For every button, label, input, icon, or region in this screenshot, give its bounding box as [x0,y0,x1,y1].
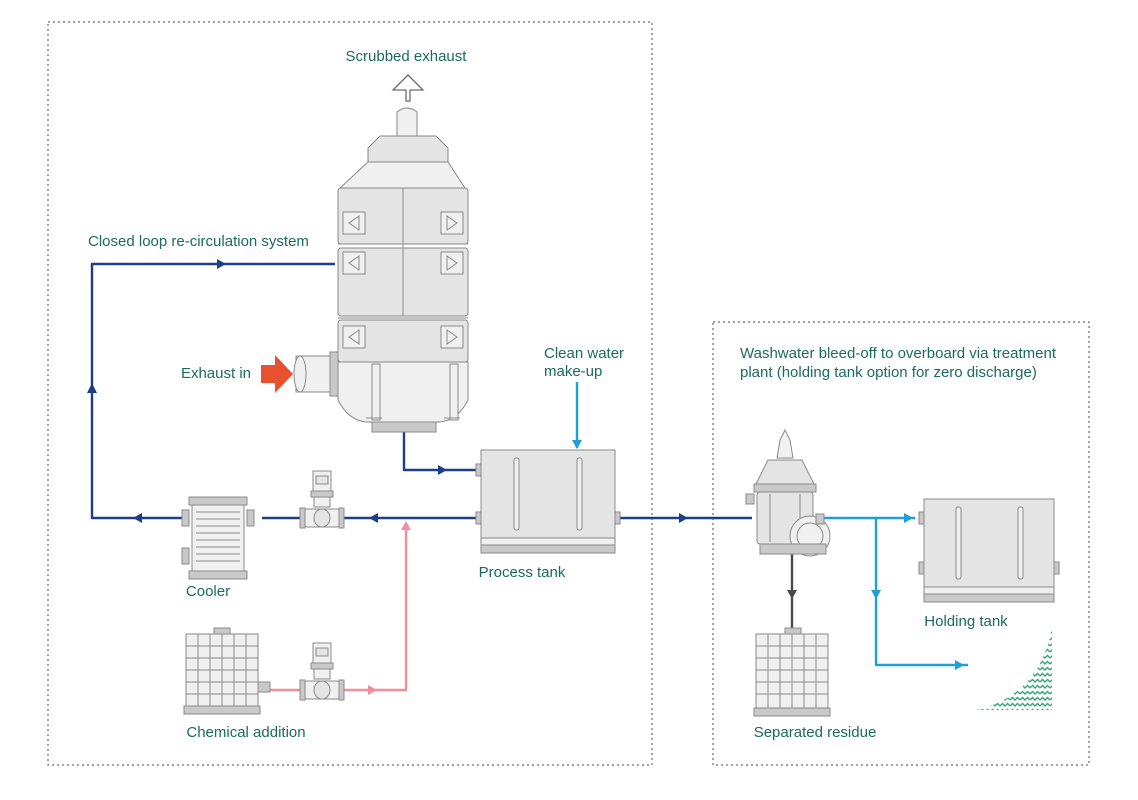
exhaust-in-arrow [261,355,293,393]
centrifugal-separator [745,428,831,557]
label-cooler: Cooler [186,583,230,600]
holding-tank [918,498,1060,603]
label-clean-water-line1: Clean water [544,345,624,362]
arrow-recirc-up [87,383,97,393]
treatment-plant-boundary [712,321,1090,766]
label-process-tank: Process tank [479,564,566,581]
arrow-residue [787,590,797,599]
exhaust-inlet-pipe [293,351,339,397]
overboard-discharge [976,628,1052,710]
upper-cone [338,161,466,189]
process-tank [475,449,621,554]
chemical-ibc-tank [183,627,271,715]
label-separated-residue: Separated residue [754,724,877,741]
arrow-overboard-down [871,590,881,599]
stack-outlet [396,107,418,143]
arrow-chemical-up [401,521,411,530]
scrubber-system-boundary [47,21,653,766]
arrow-make-up [572,440,582,449]
recirculation-pump [299,470,345,529]
scrubbed-exhaust-arrow [391,74,425,102]
scrubber-tower [293,74,469,433]
scrubber-drain-pipe [402,432,476,472]
label-scrubbed-exhaust: Scrubbed exhaust [346,48,468,65]
label-clean-water-line2: make-up [544,363,602,380]
bottom-cone [337,361,469,423]
arrow-drain [438,465,447,475]
residue-ibc-tank [753,627,831,717]
support-legs [366,363,460,421]
sump-base [371,421,437,433]
arrow-holding-tank [904,513,913,523]
label-washwater-line2: plant (holding tank option for zero disc… [740,364,1037,381]
label-exhaust-in: Exhaust in [181,365,251,382]
chemical-pipe [270,524,408,692]
arrow-to-cooler [133,513,142,523]
inspection-hatches [342,211,464,349]
cooler [181,496,255,580]
clean-water-pipes [575,382,968,667]
top-cone [367,135,449,163]
label-holding-tank: Holding tank [924,613,1008,630]
label-closed-loop: Closed loop re-circulation system [88,233,309,250]
arrow-recirc-top [217,259,226,269]
arrow-to-separator [679,513,688,523]
arrow-chemical-right [368,685,377,695]
arrow-to-pump [369,513,378,523]
arrow-overboard-right [955,660,964,670]
flow-arrows [87,259,964,695]
label-washwater-line1: Washwater bleed-off to overboard via tre… [740,345,1057,362]
label-chemical-addition: Chemical addition [186,724,305,741]
chemical-dosing-pump [299,642,345,701]
overboard-pipe [874,518,968,667]
